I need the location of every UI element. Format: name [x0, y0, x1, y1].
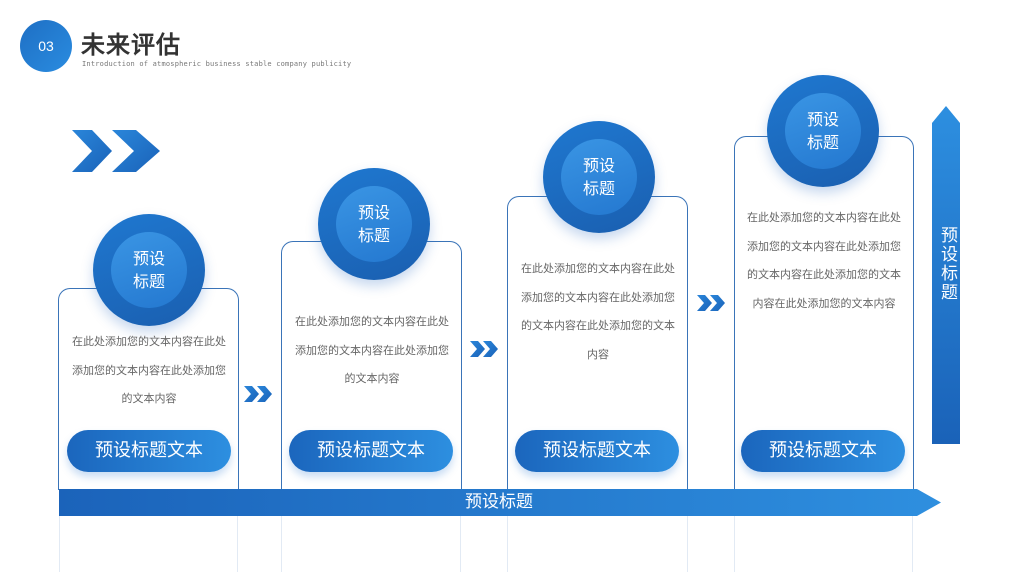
step-button-2[interactable]: 预设标题文本	[289, 430, 453, 472]
card-reflection	[687, 516, 688, 572]
card-reflection	[912, 516, 913, 572]
card-reflection	[59, 516, 60, 572]
step-button-4[interactable]: 预设标题文本	[741, 430, 905, 472]
card-reflection	[237, 516, 238, 572]
card-reflection	[507, 516, 508, 572]
vertical-growth-arrow	[932, 106, 960, 444]
step-title-4: 预设 标题	[785, 93, 861, 169]
step-title-circle-2: 预设 标题	[318, 168, 430, 280]
double-chevron-right-icon	[72, 130, 160, 172]
timeline-base-arrow	[59, 489, 941, 516]
step-button-1[interactable]: 预设标题文本	[67, 430, 231, 472]
step-title-1: 预设 标题	[111, 232, 187, 308]
section-number-badge: 03	[20, 20, 72, 72]
step-title-circle-3: 预设 标题	[543, 121, 655, 233]
step-title-line-1: 预设	[582, 156, 615, 175]
step-button-3[interactable]: 预设标题文本	[515, 430, 679, 472]
vertical-arrow-label: 预设标题	[941, 227, 958, 303]
double-chevron-right-icon	[244, 386, 272, 402]
step-description-2: 在此处添加您的文本内容在此处添加您的文本内容在此处添加您的文本内容	[295, 315, 449, 385]
double-chevron-right-icon	[470, 341, 498, 357]
step-title-line-2: 标题	[132, 272, 165, 291]
step-description-3: 在此处添加您的文本内容在此处添加您的文本内容在此处添加您的文本内容在此处添加您的…	[521, 262, 675, 361]
step-title-circle-1: 预设 标题	[93, 214, 205, 326]
page-title: 未来评估	[81, 31, 181, 59]
card-reflection	[460, 516, 461, 572]
step-title-line-2: 标题	[582, 179, 615, 198]
step-title-3: 预设 标题	[561, 139, 637, 215]
step-description-4: 在此处添加您的文本内容在此处添加您的文本内容在此处添加您的文本内容在此处添加您的…	[747, 211, 901, 310]
timeline-base-label: 预设标题	[465, 492, 533, 512]
step-title-line-1: 预设	[357, 203, 390, 222]
step-title-line-2: 标题	[357, 226, 390, 245]
step-title-line-2: 标题	[806, 133, 839, 152]
step-description-1: 在此处添加您的文本内容在此处添加您的文本内容在此处添加您的文本内容	[72, 335, 226, 405]
step-title-circle-4: 预设 标题	[767, 75, 879, 187]
step-title-line-1: 预设	[132, 249, 165, 268]
card-reflection	[734, 516, 735, 572]
double-chevron-right-icon	[697, 295, 725, 311]
page-subtitle: Introduction of atmospheric business sta…	[82, 60, 352, 68]
step-title-2: 预设 标题	[336, 186, 412, 262]
step-title-line-1: 预设	[806, 110, 839, 129]
card-reflection	[281, 516, 282, 572]
